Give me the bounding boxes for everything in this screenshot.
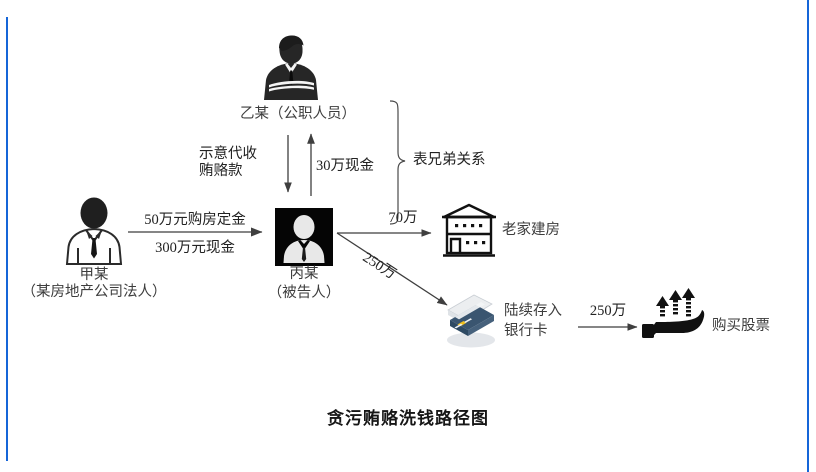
- node-house[interactable]: [438, 203, 500, 259]
- node-person-a[interactable]: [56, 196, 132, 268]
- page-margin-rule-right: [807, 0, 809, 472]
- building-icon: [442, 203, 496, 257]
- node-bank-card-label-line1: 陆续存入: [504, 303, 562, 319]
- node-person-a-label-line2: （某房地产公司法人）: [21, 284, 167, 300]
- edge-label-b-to-c-down: 示意代收 贿赂款: [199, 146, 257, 179]
- node-person-c-label-line2: （被告人）: [267, 285, 341, 301]
- node-person-a-label-line1: 甲某: [79, 267, 109, 283]
- bank-card-icon: [447, 291, 495, 348]
- node-stocks[interactable]: [640, 288, 712, 350]
- businessman-arms-crossed-icon: [264, 35, 318, 100]
- node-bank-card-label-line2: 银行卡: [504, 323, 548, 339]
- edge-label-relation-brace: 表兄弟关系: [413, 152, 486, 168]
- edge-label-card-to-stocks: 250万: [589, 303, 627, 319]
- relation-brace-icon: [389, 100, 406, 225]
- node-bank-card[interactable]: [440, 291, 502, 350]
- edge-label-a-to-c-top: 50万元购房定金: [144, 212, 246, 228]
- node-house-label: 老家建房: [502, 222, 560, 238]
- node-person-b-label: 乙某（公职人员）: [240, 106, 356, 122]
- hand-rising-arrows-icon: [642, 288, 705, 338]
- node-person-c[interactable]: [275, 208, 333, 266]
- diagram-title: 贪污贿赂洗钱路径图: [327, 409, 489, 428]
- edge-label-a-to-c-bottom: 300万元现金: [155, 240, 235, 256]
- node-person-c-label-line1: 丙某: [289, 266, 319, 282]
- arrow-c-to-card: [336, 232, 448, 306]
- node-person-b[interactable]: [252, 32, 344, 104]
- avatar-square-icon: [275, 208, 333, 266]
- page-margin-rule-left: [6, 17, 8, 461]
- node-stocks-label: 购买股票: [712, 318, 770, 334]
- edge-label-c-to-b-up: 30万现金: [316, 158, 374, 174]
- edge-label-c-to-house: 70万: [388, 210, 418, 226]
- businessman-outline-icon: [65, 197, 123, 265]
